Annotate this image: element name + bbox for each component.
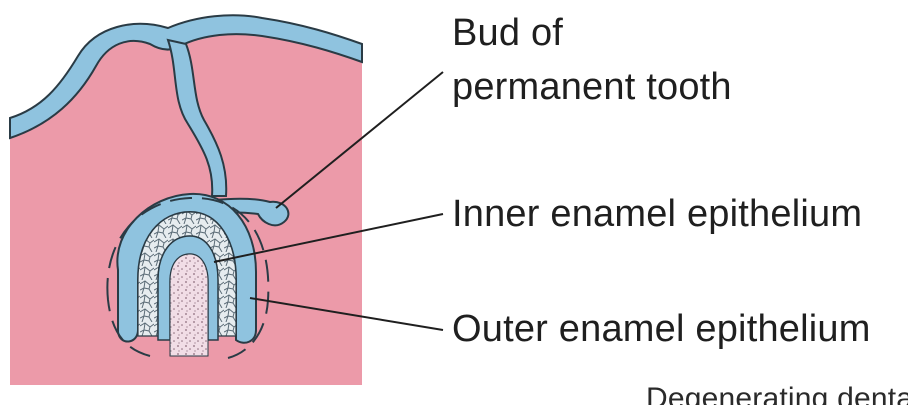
dental-papilla (170, 254, 208, 356)
label-outer-enamel-epithelium: Outer enamel epithelium (452, 307, 871, 351)
label-degenerating-dental: Degenerating denta (646, 382, 908, 405)
label-inner-enamel-epithelium: Inner enamel epithelium (452, 192, 862, 236)
label-permanent-tooth: permanent tooth (452, 65, 732, 109)
label-bud-of: Bud of (452, 11, 563, 55)
